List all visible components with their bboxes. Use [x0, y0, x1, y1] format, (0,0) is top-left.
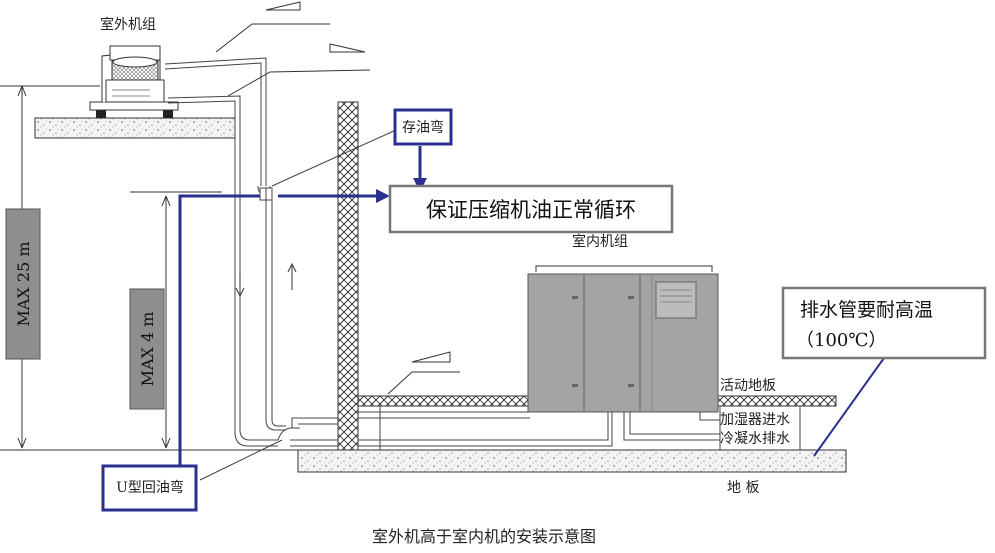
- max-25m-label: MAX 25 m: [14, 241, 33, 326]
- u-trap-label: U型回油弯: [116, 479, 184, 496]
- humidifier-inlet-label: 加湿器进水: [720, 412, 790, 428]
- drain-note-line1: 排水管要耐高温: [800, 299, 933, 321]
- outdoor-unit: [89, 45, 179, 118]
- refrigerant-pipes: [164, 57, 613, 447]
- slope-symbol-2: [227, 43, 371, 97]
- u-trap-leader: [199, 439, 283, 481]
- raised-floor-label: 活动地板: [720, 378, 776, 394]
- indoor-unit: [527, 265, 720, 441]
- max-4m-panel: [129, 288, 165, 410]
- roof-slab: [34, 117, 236, 139]
- oil-trap-label: 存油弯: [402, 119, 444, 136]
- oil-trap-callout: [178, 146, 422, 466]
- max-4m-label: MAX 4 m: [138, 312, 157, 387]
- flow-arrow-up-icon: [287, 262, 297, 290]
- oil-purpose-box: [388, 184, 674, 234]
- u-trap-box: [101, 464, 198, 512]
- indoor-unit-label: 室内机组: [572, 233, 628, 250]
- flow-arrow-down-icon: [235, 272, 245, 298]
- callout-arrow-right-icon: [376, 189, 390, 203]
- oil-trap-fitting: [257, 185, 273, 201]
- floor-label: 地 板: [727, 480, 759, 496]
- dimension-line-4m: [130, 191, 222, 449]
- oil-purpose-label: 保证压缩机油正常循环: [426, 198, 636, 222]
- max-25m-panel: [5, 208, 41, 360]
- diagram-caption: 室外机高于室内机的安装示意图: [372, 527, 596, 546]
- slope-symbol-3: [387, 351, 460, 395]
- slope-symbol-1: [215, 1, 330, 53]
- raised-floor-supports: [379, 406, 801, 450]
- condensate-drain-label: 冷凝水排水: [720, 431, 790, 447]
- oil-trap-leader: [271, 129, 397, 187]
- oil-trap-box: [393, 108, 453, 146]
- drain-note-box: [781, 286, 987, 360]
- floor-slab: [297, 449, 847, 473]
- outdoor-unit-label: 室外机组: [100, 16, 156, 33]
- drain-note-line2: （100℃）: [796, 330, 887, 351]
- drain-note-leader: [813, 357, 885, 457]
